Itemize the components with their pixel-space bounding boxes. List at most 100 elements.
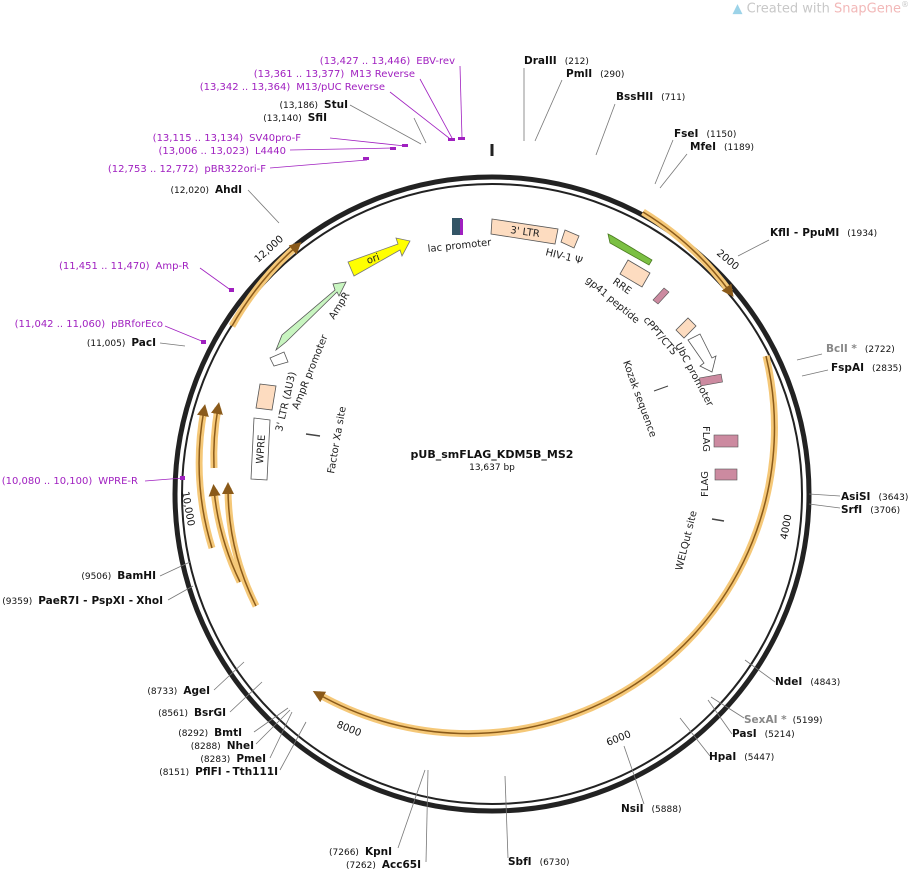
site-nsii: NsiI(5888) [621, 803, 681, 815]
orf-arc-2-core [312, 355, 776, 735]
site-kfli-name: KflI [770, 227, 790, 239]
site-bmti-pos: (8292) [178, 729, 208, 739]
cppt-label: cPPT/CTS [641, 315, 679, 358]
ori-label: ori [365, 252, 381, 267]
site-mfel-pos: (1189) [724, 143, 754, 153]
site-nhei-pos: (8288) [191, 742, 221, 752]
features: 3' LTR HIV-1 Ψ lac promoter ori RRE gp41… [250, 218, 739, 572]
factorxa-label: Factor Xa site [326, 406, 349, 475]
site-fspai: FspAI(2835) [831, 362, 902, 374]
watermark-logo-icon: ▲ [732, 1, 743, 17]
ampr-promoter-label: AmpR promoter [291, 333, 331, 412]
site-paci-pos: (11,005) [87, 339, 126, 349]
site-fsel-pos: (1150) [706, 130, 736, 140]
site-mfel: MfeI(1189) [690, 141, 754, 153]
site-sexai-pos: (5199) [793, 716, 823, 726]
site-acc65i-name: Acc65I [382, 859, 421, 871]
site-sbfi: SbfI(6730) [508, 856, 570, 868]
site-fspai-name: FspAI [831, 362, 864, 374]
orf-arc-6-core [208, 484, 241, 583]
site-asisi-pos: (3643) [878, 493, 908, 503]
tick-8000: 8000 [335, 720, 363, 740]
site-bsshii-pos: (711) [661, 93, 685, 103]
site-kfli-name2: PpuMI [802, 227, 839, 239]
site-ndei-pos: (4843) [810, 678, 840, 688]
flag1-label: FLAG [700, 426, 711, 452]
orf-arc-4-core [197, 404, 213, 549]
ubc-promoter-arrow [687, 333, 717, 373]
wpre-box [250, 417, 271, 481]
primer-pbr322: (12,753 .. 12,772)pBR322ori-F [108, 164, 266, 175]
site-bcli: BclI *(2722) [826, 343, 895, 355]
site-paer7i: (9359)PaeR7I-PspXI-XhoI [2, 595, 163, 607]
site-sfii-name: SfiI [308, 112, 327, 124]
primer-sv40-name: SV40pro-F [249, 133, 301, 144]
flag1-box [713, 434, 739, 448]
site-nhei: (8288)NheI [191, 740, 254, 752]
orf-arc-7-core [221, 482, 257, 607]
ltr3-box [490, 218, 559, 245]
site-srfi: SrfI(3706) [841, 504, 900, 516]
tick-4000: 4000 [779, 514, 794, 541]
kozak-tick [653, 385, 669, 392]
site-stui-name: StuI [324, 99, 348, 111]
site-asisi-name: AsiSI [841, 491, 870, 503]
site-pmll-pos: (290) [600, 70, 624, 80]
site-acc65i-pos: (7262) [346, 861, 376, 871]
site-agei: (8733)AgeI [147, 685, 210, 697]
ampr-promoter-box [269, 351, 289, 367]
rre-green-arrow [607, 233, 653, 266]
primer-pbr322-name: pBR322ori-F [204, 164, 266, 175]
site-bmti-name: BmtI [214, 727, 242, 739]
site-pflfi-pos: (8151) [159, 768, 189, 778]
lac-promoter-box [452, 218, 462, 235]
site-hpai-pos: (5447) [744, 753, 774, 763]
site-sbfi-pos: (6730) [540, 858, 570, 868]
site-paer7i-name2: PspXI [92, 595, 125, 607]
site-agei-name: AgeI [183, 685, 210, 697]
site-acc65i: (7262) Acc65I [346, 859, 421, 871]
site-bsshii: BssHII (711) [616, 91, 685, 103]
cppt-box [675, 317, 697, 339]
orf-arc-7 [224, 487, 260, 608]
site-labels-left: (7266)KpnI (7262)Acc65I (8151)PflFI-Tth1… [2, 99, 421, 871]
site-stui-pos: (13,186) [280, 101, 319, 111]
site-sexai: SexAI *(5199) [744, 714, 823, 726]
primer-pbrfor-range: (11,042 .. 11,060) [15, 319, 106, 330]
orf-arc-1-core [642, 211, 734, 297]
orf-arc-3-core [231, 242, 302, 327]
site-dralll-name: DraIII [524, 55, 557, 67]
orf-arcs [195, 209, 778, 738]
site-pmll: PmlI (290) [566, 68, 624, 80]
site-paer7i-name3: XhoI [136, 595, 163, 607]
primer-m13rev: (13,361 .. 13,377)M13 Reverse [254, 69, 415, 80]
orf-arc-2 [316, 355, 778, 738]
site-paer7i-sep: - [83, 595, 87, 607]
site-paci: (11,005)PacI [87, 337, 156, 349]
site-pmei-name: PmeI [236, 753, 266, 765]
site-bsshii-name: BssHII [616, 91, 653, 103]
site-sfii: (13,140)SfiI [263, 112, 327, 124]
primer-wpre-range: (10,080 .. 10,100) [2, 476, 93, 487]
site-kfli-sep: - [794, 227, 798, 239]
primer-wpre-name: WPRE-R [98, 476, 138, 487]
lac-primer-mark [460, 219, 463, 235]
primer-m13puc-name: M13/pUC Reverse [296, 82, 385, 93]
site-dralll-pos: (212) [565, 57, 589, 67]
site-srfi-name: SrfI [841, 504, 862, 516]
site-kfli: KflI-PpuMI(1934) [770, 227, 877, 239]
primer-l4440-name: L4440 [255, 146, 286, 157]
primer-m13puc: (13,342 .. 13,364)M13/pUC Reverse [200, 82, 385, 93]
site-hpai: HpaI (5447) [709, 751, 774, 763]
site-pmll-name: PmlI [566, 68, 592, 80]
ltr3-label: 3' LTR [510, 225, 541, 240]
site-pmei-pos: (8283) [200, 755, 230, 765]
site-kpni: (7266)KpnI [329, 846, 392, 858]
site-hpai-name: HpaI [709, 751, 736, 763]
plasmid-length: 13,637 bp [469, 463, 515, 473]
site-pasi-pos: (5214) [765, 730, 795, 740]
site-paer7i-name: PaeR7I [38, 595, 79, 607]
site-kpni-pos: (7266) [329, 848, 359, 858]
primer-m13rev-name: M13 Reverse [350, 69, 415, 80]
